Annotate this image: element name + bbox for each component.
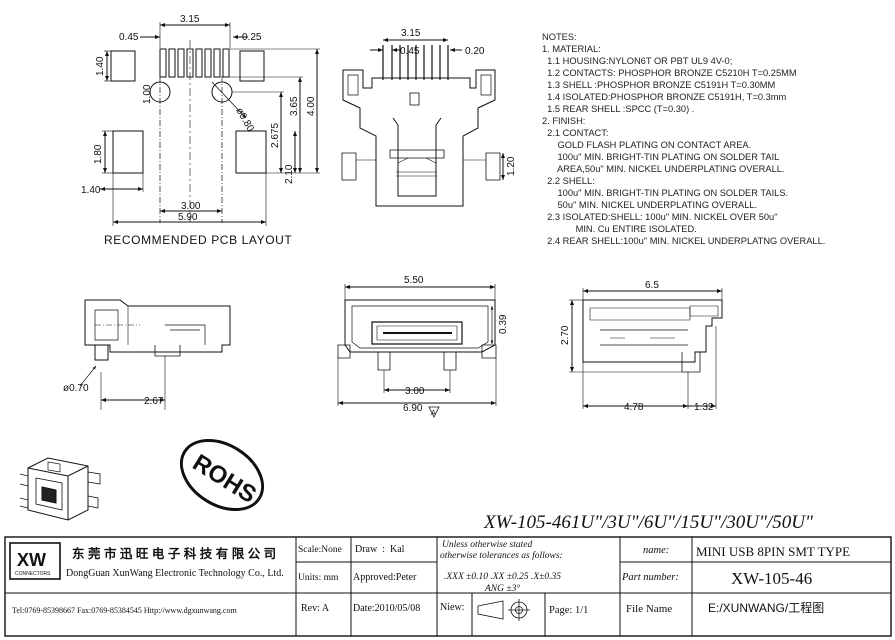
pcb-mount-pad (112, 130, 144, 174)
end-dimension-labels: 5.50 0.39 3.00 6.90 A (403, 275, 509, 417)
right-dim-270: 2.70 (560, 325, 571, 345)
notes-line: 1. MATERIAL: (542, 44, 601, 54)
pcb-dimension-labels: 3.15 0.45 0.25 1.40 1.00 ø0.80 2.675 3.6… (81, 14, 317, 247)
tolerance-angle: ANG ±3° (484, 583, 520, 594)
notes-line: 2.2 SHELL: (542, 176, 595, 186)
tolerance-values: .XXX ±0.10 .XX ±0.25 .X±0.35 (444, 572, 561, 582)
notes-line: 100u" MIN. BRIGHT-TIN PLATING ON SOLDER … (542, 188, 788, 198)
pcb-dim-140-bottom: 1.40 (81, 185, 101, 196)
pcb-dim-phi: ø0.80 (233, 106, 256, 134)
front-dim-020: 0.20 (465, 46, 485, 57)
revision-triangle-mark: A (431, 410, 436, 417)
pcb-mount-pad (239, 50, 265, 82)
pcb-dim-365: 3.65 (289, 96, 300, 116)
part-number-label: Part number: (621, 572, 679, 583)
notes-line: 1.5 REAR SHELL :SPCC (T=0.30) . (542, 104, 694, 114)
rohs-stamp: ROHS (179, 438, 265, 512)
right-side-view (569, 288, 723, 409)
front-dimension-labels: 3.15 0.45 0.20 1.20 (400, 28, 517, 176)
scale-field: Scale:None (298, 545, 342, 555)
pcb-dim-590: 5.90 (178, 212, 198, 223)
notes-line: MIN. Cu ENTIRE ISOLATED. (542, 224, 697, 234)
notes-line: 2.3 ISOLATED:SHELL: 100u" MIN. NICKEL OV… (542, 212, 778, 222)
pcb-dim-2675: 2.675 (270, 123, 281, 148)
rev-field: Rev: A (301, 603, 330, 614)
date-field: Date:2010/05/08 (353, 603, 420, 614)
notes-line: 2. FINISH: (542, 116, 585, 126)
part-number-value: XW-105-46 (731, 569, 812, 588)
end-dim-039: 0.39 (498, 314, 509, 334)
pcb-mount-pad (110, 50, 136, 82)
pcb-dim-400: 4.00 (306, 96, 317, 116)
pcb-dim-140-top: 1.40 (95, 56, 106, 76)
notes-line: 100u" MIN. BRIGHT-TIN PLATING ON SOLDER … (542, 152, 779, 162)
notes-line: 1.2 CONTACTS: PHOSPHOR BRONZE C5210H T=0… (542, 68, 797, 78)
name-label: name: (643, 545, 669, 556)
company-logo: XW (17, 550, 46, 570)
company-name-en: DongGuan XunWang Electronic Technology C… (66, 568, 284, 579)
pcb-dim-180: 1.80 (93, 144, 104, 164)
front-view (341, 38, 505, 207)
notes-line: 50u" MIN. NICKEL UNDERPLATING OVERALL. (542, 200, 757, 210)
iso-view (19, 457, 101, 521)
pcb-dim-300: 3.00 (181, 201, 201, 212)
notes-line: NOTES: (542, 32, 577, 42)
side-dimension-labels: ø0.70 2.67 (63, 383, 164, 407)
right-dim-65: 6.5 (645, 280, 659, 291)
right-dim-478: 4.78 (624, 402, 644, 413)
part-title: XW-105-461U"/3U"/6U"/15U"/30U"/50U" (483, 512, 814, 533)
pcb-caption: RECOMMENDED PCB LAYOUT (104, 233, 292, 247)
pcb-dim-025: 0.25 (242, 32, 262, 43)
end-dim-300: 3.00 (405, 386, 425, 397)
pcb-dim-045: 0.45 (119, 32, 139, 43)
tolerance-note-2: otherwise tolerances as follows: (440, 550, 563, 561)
right-dim-132: 1.32 (694, 402, 714, 413)
pcb-dim-100: 1.00 (142, 84, 153, 104)
front-dim-315: 3.15 (401, 28, 421, 39)
units-field: Units: mm (298, 573, 339, 583)
projection-symbol (477, 599, 530, 621)
front-dim-120: 1.20 (506, 156, 517, 176)
side-view (79, 299, 231, 410)
pcb-dim-210: 2.10 (284, 164, 295, 184)
notes-line: 2.4 REAR SHELL:100u" MIN. NICKEL UNDERPL… (542, 236, 825, 246)
file-name-label: File Name (626, 603, 672, 615)
notes-line: AREA,50u" MIN. NICKEL UNDERPLATING OVERA… (542, 164, 785, 174)
end-dim-690: 6.90 (403, 403, 423, 414)
pcb-layout-view (100, 22, 320, 226)
company-contact: Tel:0769-85398667 Fax:0769-85384545 Http… (12, 606, 237, 615)
view-field: Niew: (440, 602, 464, 613)
pcb-mount-pad (235, 130, 267, 174)
notes-block: NOTES: 1. MATERIAL: 1.1 HOUSING:NYLON6T … (542, 32, 825, 246)
company-logo-sub: CONNECTORS (15, 571, 51, 577)
file-name-value: E:/XUNWANG/工程图 (708, 600, 824, 615)
notes-line: 1.3 SHELL :PHOSPHOR BRONZE C5191H T=0.30… (542, 80, 775, 90)
approved-field: Approved:Peter (353, 572, 417, 583)
right-dimension-labels: 6.5 2.70 4.78 1.32 (560, 280, 714, 413)
notes-line: 1.4 ISOLATED:PHOSPHOR BRONZE C5191H, T=0… (542, 92, 787, 102)
page-field: Page: 1/1 (549, 605, 588, 616)
tolerance-note-1: Unless otherwise stated (442, 540, 532, 550)
draw-field: Draw : Kal (355, 544, 405, 555)
title-block: XW-105-461U"/3U"/6U"/15U"/30U"/50U" XW C… (4, 512, 892, 637)
front-dim-045: 0.45 (400, 46, 420, 57)
notes-line: GOLD FLASH PLATING ON CONTACT AREA. (542, 140, 751, 150)
pcb-dim-315: 3.15 (180, 14, 200, 25)
end-dim-550: 5.50 (404, 275, 424, 286)
product-name: MINI USB 8PIN SMT TYPE (696, 544, 850, 559)
pcb-signal-pads (159, 48, 230, 78)
company-name-cn: 东 莞 市 迅 旺 电 子 科 技 有 限 公 司 (72, 546, 276, 561)
notes-line: 1.1 HOUSING:NYLON6T OR PBT UL9 4V-0; (542, 56, 732, 66)
end-view (337, 284, 497, 418)
side-dim-267: 2.67 (144, 396, 164, 407)
notes-line: 2.1 CONTACT: (542, 128, 608, 138)
side-dim-070: ø0.70 (63, 383, 89, 394)
